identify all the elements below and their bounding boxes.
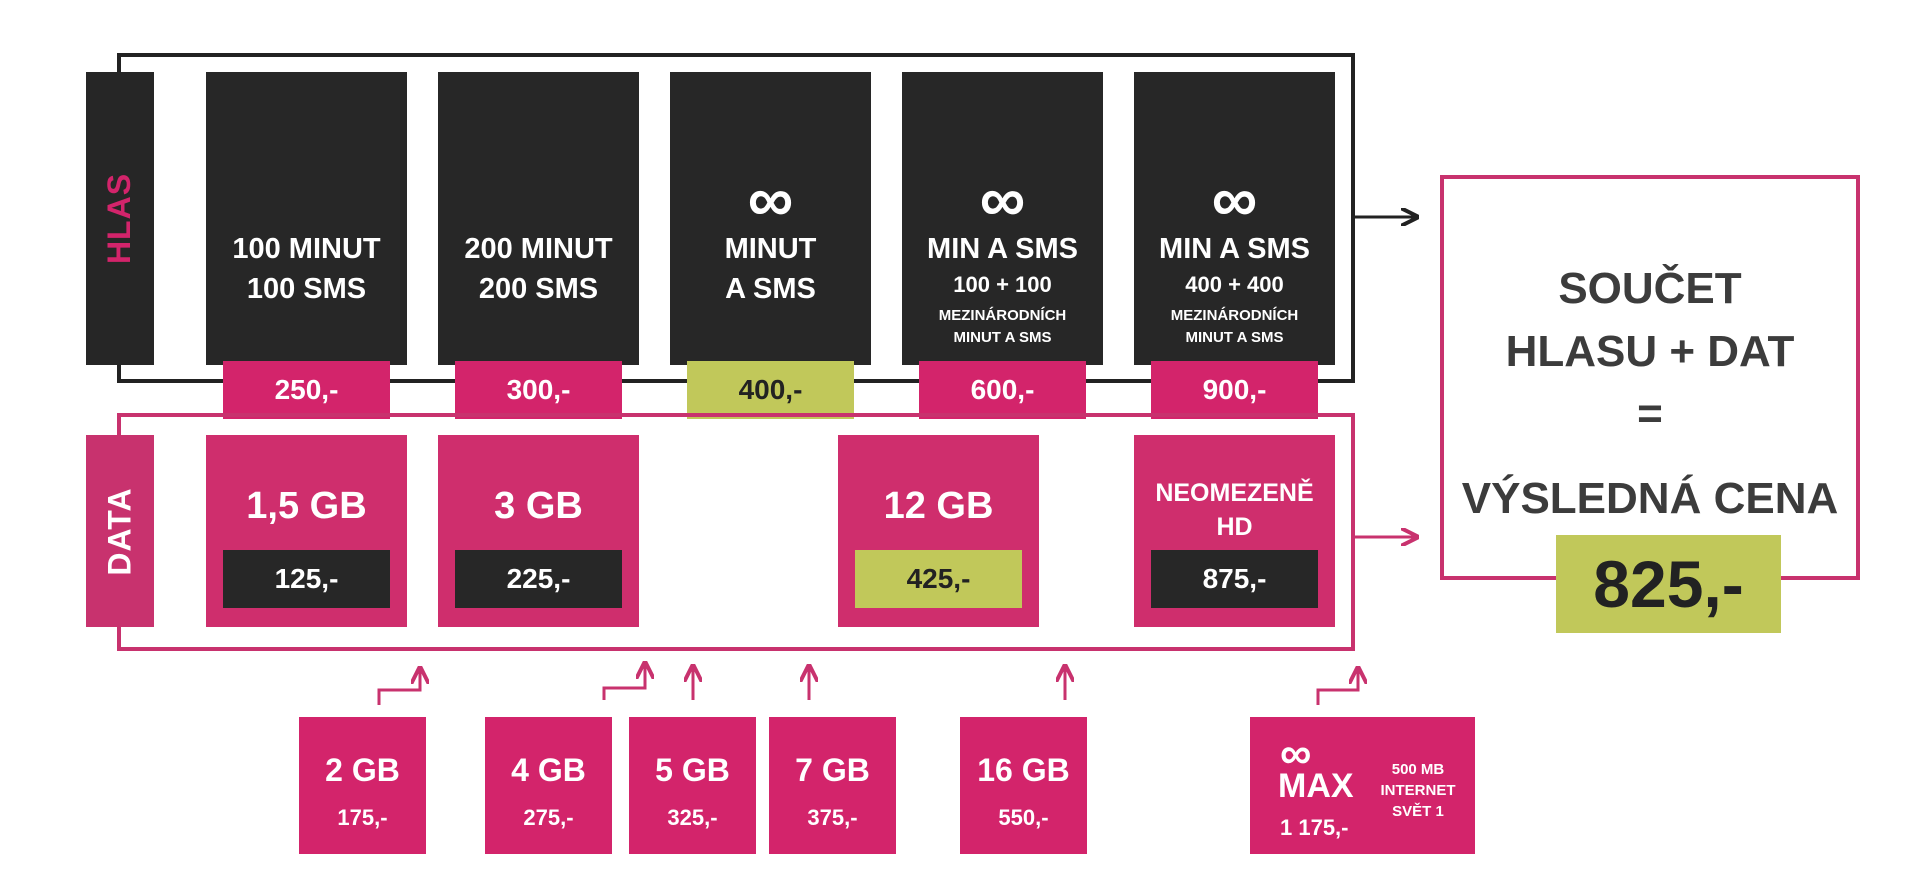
- plan-price: 375,-: [807, 805, 858, 830]
- total-box: SOUČET HLASU + DAT = VÝSLEDNÁ CENA: [1440, 175, 1860, 580]
- arrow-max: [1316, 668, 1358, 705]
- plan-data-amount: 4 GB: [511, 752, 586, 788]
- infinity-icon: ∞: [747, 163, 794, 235]
- voice-plan-unlimited[interactable]: ∞ MINUT A SMS 400,-: [670, 72, 871, 419]
- plan-price: 300,-: [455, 361, 622, 419]
- plan-title: MIN A SMS: [927, 233, 1078, 265]
- plan-note: 500 MB INTERNET SVĚT 1: [1380, 761, 1456, 820]
- plan-sms: A SMS: [725, 273, 816, 305]
- plan-price: 175,-: [337, 805, 388, 830]
- plan-price: 275,-: [523, 805, 574, 830]
- plan-name: MAX: [1278, 767, 1354, 805]
- plan-price: 600,-: [919, 361, 1086, 419]
- arrow-4gb: [602, 663, 645, 700]
- plan-sms: 200 SMS: [478, 273, 599, 305]
- total-result-price: 825,-: [1556, 535, 1781, 633]
- plan-price: 325,-: [667, 805, 718, 830]
- extra-plan-4gb[interactable]: 4 GB 275,-: [485, 717, 612, 854]
- plan-price: 250,-: [223, 361, 390, 419]
- data-plan-12gb[interactable]: 12 GB 425,-: [838, 435, 1039, 627]
- voice-plan-100[interactable]: 100 MINUT 100 SMS 250,-: [206, 72, 407, 419]
- plan-price-selected: 425,-: [855, 550, 1022, 608]
- data-plan-unlimited-hd[interactable]: NEOMEZENĚ HD 875,-: [1134, 435, 1335, 627]
- infinity-icon: ∞: [1280, 729, 1312, 778]
- plan-price: 875,-: [1151, 550, 1318, 608]
- total-line-voice-data: HLASU + DAT: [1505, 327, 1795, 376]
- data-plan-1-5gb[interactable]: 1,5 GB 125,-: [206, 435, 407, 627]
- plan-data-amount: 12 GB: [883, 485, 994, 527]
- voice-plan-intl-400[interactable]: ∞ MIN A SMS 400 + 400 MEZINÁRODNÍCH MINU…: [1134, 72, 1335, 419]
- plan-intl-amount: 100 + 100: [953, 272, 1052, 297]
- extra-plan-7gb[interactable]: 7 GB 375,-: [769, 717, 896, 854]
- extra-plan-16gb[interactable]: 16 GB 550,-: [960, 717, 1087, 854]
- arrow-2gb: [377, 668, 420, 705]
- plan-intl-note: MEZINÁRODNÍCH MINUT A SMS: [1170, 307, 1299, 346]
- plan-data-amount: NEOMEZENĚ HD: [1155, 479, 1314, 541]
- plan-data-amount: 7 GB: [795, 752, 870, 788]
- plan-data-amount: 16 GB: [977, 752, 1070, 788]
- voice-section-label: HLAS: [86, 72, 154, 365]
- plan-data-amount: 1,5 GB: [246, 485, 367, 527]
- plan-price: 900,-: [1151, 361, 1318, 419]
- plan-sms: 100 SMS: [246, 273, 367, 305]
- plan-price: 125,-: [223, 550, 390, 608]
- plan-minutes: 200 MINUT: [464, 233, 613, 265]
- plan-price: 225,-: [455, 550, 622, 608]
- infinity-icon: ∞: [979, 163, 1026, 235]
- plan-minutes: 100 MINUT: [232, 233, 381, 265]
- voice-plan-intl-100[interactable]: ∞ MIN A SMS 100 + 100 MEZINÁRODNÍCH MINU…: [902, 72, 1103, 419]
- plan-minutes: MINUT: [724, 233, 817, 265]
- total-line-sum: SOUČET: [1558, 264, 1742, 313]
- data-plan-3gb[interactable]: 3 GB 225,-: [438, 435, 639, 627]
- extra-plan-2gb[interactable]: 2 GB 175,-: [299, 717, 426, 854]
- plan-price: 1 175,-: [1280, 815, 1349, 840]
- extra-plan-5gb[interactable]: 5 GB 325,-: [629, 717, 756, 854]
- plan-title: MIN A SMS: [1159, 233, 1310, 265]
- plan-data-amount: 2 GB: [325, 752, 400, 788]
- plan-price: 550,-: [998, 805, 1049, 830]
- plan-intl-note: MEZINÁRODNÍCH MINUT A SMS: [938, 307, 1067, 346]
- plan-data-amount: 3 GB: [494, 485, 583, 527]
- plan-data-amount: 5 GB: [655, 752, 730, 788]
- plan-price-selected: 400,-: [687, 361, 854, 419]
- total-line-result-label: VÝSLEDNÁ CENA: [1461, 474, 1839, 523]
- infinity-icon: ∞: [1211, 163, 1258, 235]
- voice-plan-200[interactable]: 200 MINUT 200 SMS 300,-: [438, 72, 639, 419]
- plan-intl-amount: 400 + 400: [1185, 272, 1284, 297]
- total-line-equals: =: [1637, 389, 1663, 438]
- extra-plan-max[interactable]: ∞ MAX 1 175,- 500 MB INTERNET SVĚT 1: [1250, 717, 1475, 854]
- data-section-label: DATA: [86, 435, 154, 627]
